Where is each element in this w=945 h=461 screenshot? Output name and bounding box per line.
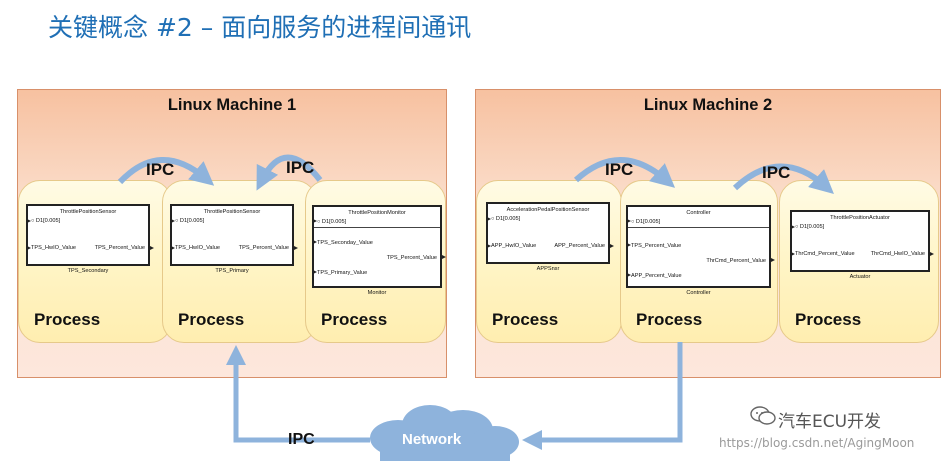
ipc-label: IPC (286, 158, 315, 177)
ipc-arrow-4 (732, 163, 834, 194)
network-label: Network (402, 431, 462, 448)
block-param: ○ D1[0.005] (317, 219, 347, 225)
watermark-url: https://blog.csdn.net/AgingMoon (719, 436, 915, 450)
block-param: ○ D1[0.005] (631, 219, 661, 225)
machine-2-title: Linux Machine 2 (643, 96, 773, 114)
block-input-port: TPS_HwIO_Value (31, 245, 76, 251)
tps-primary-block: ThrottlePositionSensor ○ D1[0.005] TPS_H… (170, 204, 294, 274)
process-label: Process (636, 310, 703, 329)
block-input-port: TPS_HwIO_Value (175, 245, 220, 251)
process-label: Process (178, 310, 245, 329)
block-name: ThrottlePositionSensor (59, 209, 117, 215)
block-name: ThrottlePositionActuator (830, 215, 890, 221)
block-caption: Controller (686, 290, 711, 296)
block-caption: Monitor (367, 290, 387, 296)
monitor-block: ThrottlePositionMonitor ○ D1[0.005] TPS_… (312, 205, 442, 296)
network-cloud-icon (370, 405, 519, 461)
block-name: ThrottlePositionMonitor (348, 210, 406, 216)
process-label: Process (321, 310, 388, 329)
ipc-label: IPC (762, 163, 791, 182)
machine-1-title: Linux Machine 1 (167, 96, 297, 114)
page-title: 关键概念 #2 – 面向服务的进程间通讯 (48, 13, 472, 42)
ipc-label: IPC (288, 431, 315, 448)
process-label: Process (34, 310, 101, 329)
apps-block: AccelerationPedalPositionSensor ○ D1[0.0… (486, 202, 610, 272)
block-caption: Actuator (849, 274, 871, 280)
process-label: Process (492, 310, 559, 329)
block-param: ○ D1[0.005] (491, 216, 521, 222)
block-input-port: TPS_Primary_Value (317, 270, 368, 276)
block-output-port: ThrCmd_Percent_Value (706, 258, 766, 264)
block-input-port: TPS_Seconday_Value (317, 240, 373, 246)
wechat-icon (750, 406, 776, 425)
controller-block: Controller ○ D1[0.005] TPS_Percent_Value… (626, 205, 771, 296)
block-output-port: TPS_Percent_Value (238, 245, 289, 251)
network-arrow-to-machine1 (226, 345, 370, 443)
actuator-block: ThrottlePositionActuator ○ D1[0.005] Thr… (790, 210, 930, 280)
block-input-port: APP_Percent_Value (631, 273, 682, 279)
network-arrow-from-controller (522, 342, 683, 450)
block-name: ThrottlePositionSensor (203, 209, 261, 215)
block-caption: TPS_Secondary (67, 268, 109, 274)
block-input-port: ThrCmd_Percent_Value (795, 251, 855, 257)
block-caption: APPSnsr (536, 266, 560, 272)
block-input-port: TPS_Percent_Value (631, 243, 682, 249)
ipc-arrow-2 (256, 154, 323, 191)
watermark-brand: 汽车ECU开发 (778, 412, 882, 432)
process-label: Process (795, 310, 862, 329)
block-param: ○ D1[0.005] (795, 224, 825, 230)
block-output-port: TPS_Percent_Value (386, 255, 437, 261)
block-output-port: APP_Percent_Value (554, 243, 605, 249)
block-name: Controller (686, 210, 711, 216)
block-caption: TPS_Primary (215, 268, 249, 274)
ipc-label: IPC (146, 160, 175, 179)
block-param: ○ D1[0.005] (31, 218, 61, 224)
tps-secondary-block: ThrottlePositionSensor ○ D1[0.005] TPS_H… (26, 204, 150, 274)
block-output-port: ThrCmd_HwIO_Value (870, 251, 925, 257)
block-param: ○ D1[0.005] (175, 218, 205, 224)
block-input-port: APP_HwIO_Value (491, 243, 537, 249)
ipc-label: IPC (605, 160, 634, 179)
ipc-arrow-1 (117, 156, 215, 186)
ipc-arrow-3 (573, 157, 676, 188)
block-output-port: TPS_Percent_Value (94, 245, 145, 251)
block-name: AccelerationPedalPositionSensor (506, 207, 590, 213)
